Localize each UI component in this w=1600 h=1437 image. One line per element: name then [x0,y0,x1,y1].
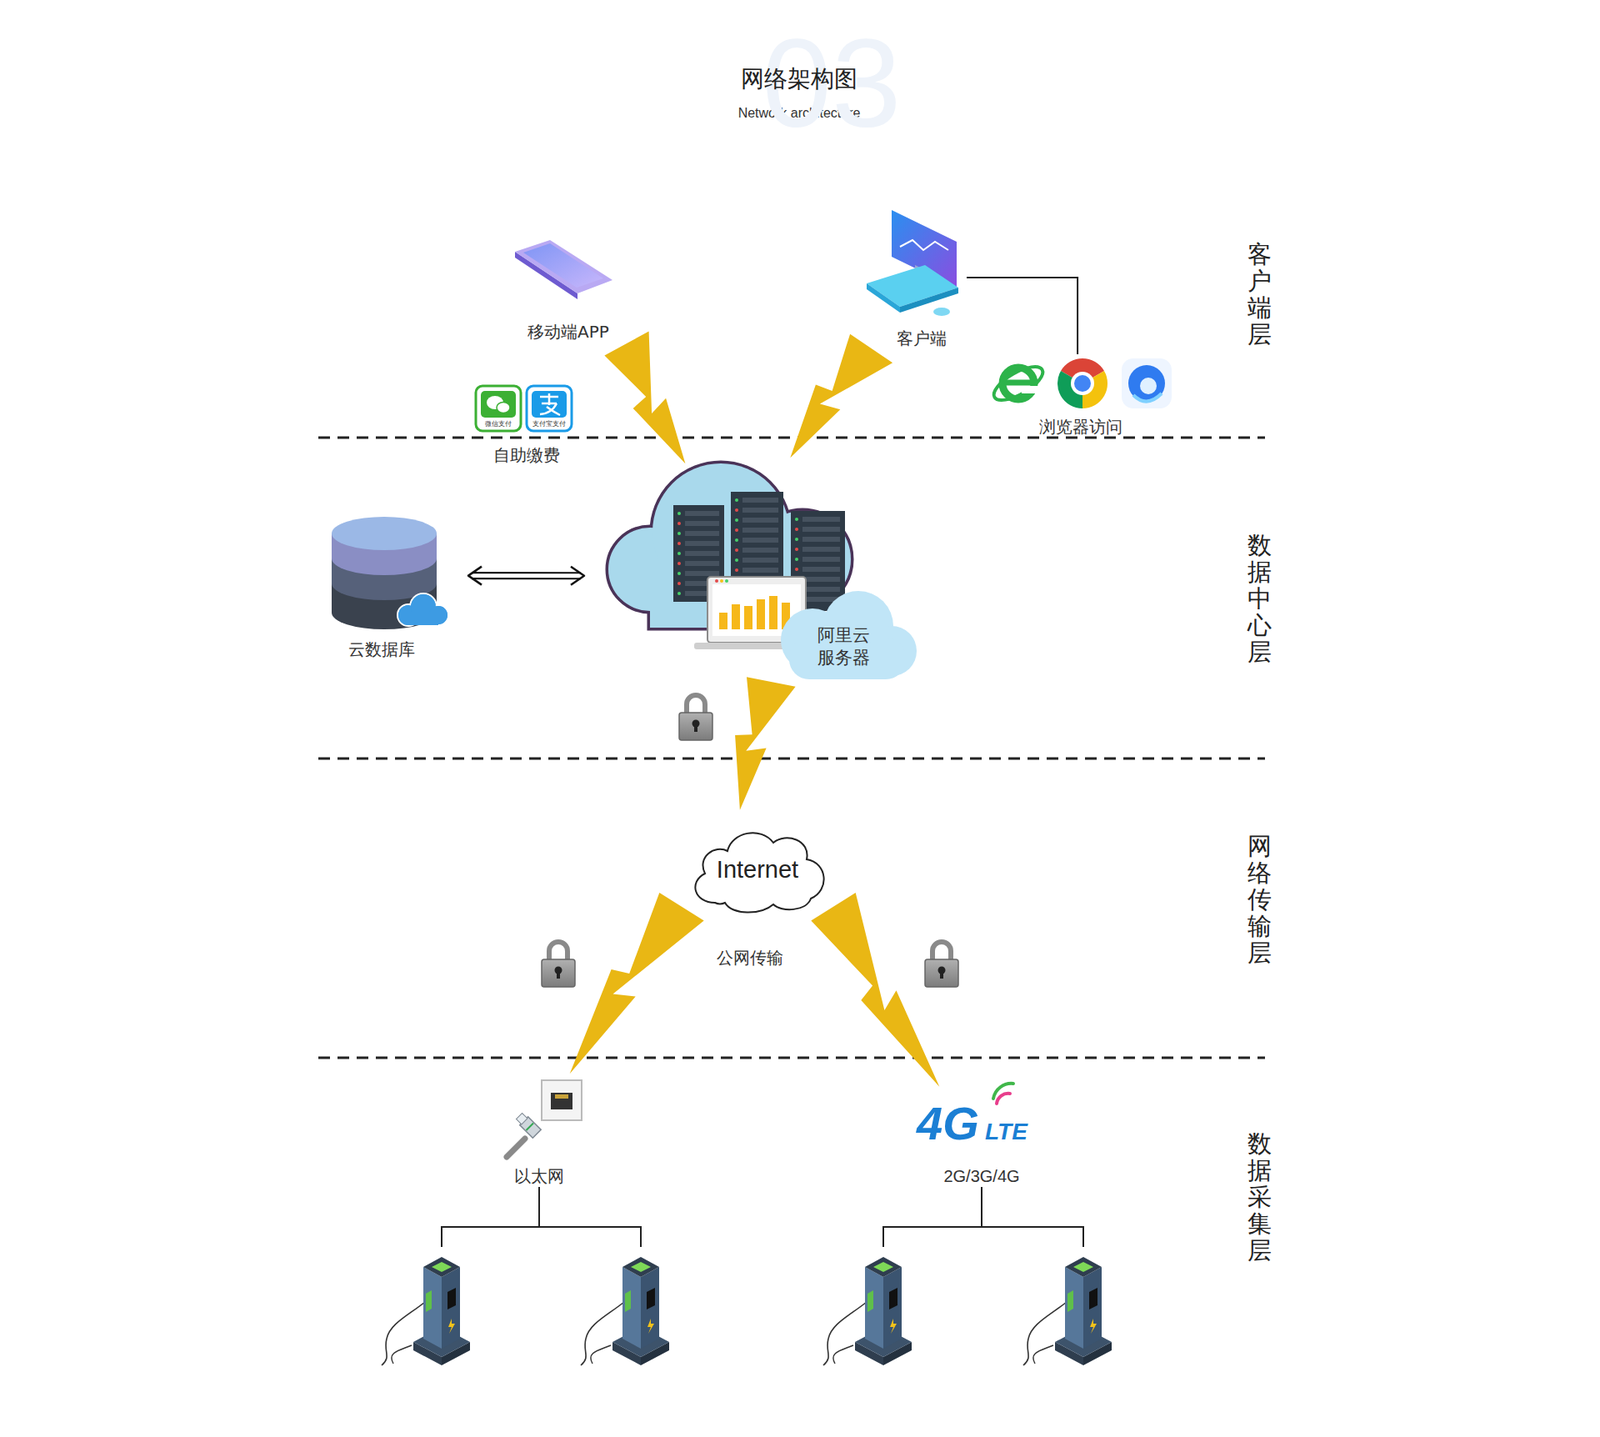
node-text: 公网传输 [716,947,784,968]
lightning-link [570,892,705,1074]
node-text: 以太网 [514,1165,565,1186]
browser-icons [989,358,1172,409]
mobile-app-node: 移动端APP [510,237,627,344]
node-text: 客户端 [896,328,947,349]
lightning-bolt [790,334,893,459]
layer-label: 网络传输层 [1247,833,1272,966]
node-text: 云数据库 [348,639,415,660]
node-text: 2G/3G/4G [943,1165,1020,1186]
icon-caption: 支付宝支付 [532,420,566,429]
lightning-link [790,334,893,459]
lightning-link [810,892,940,1087]
arrow-head [570,566,585,585]
connector [966,277,1078,355]
logo-text: LTE [985,1117,1028,1146]
signal-arcs [993,1083,1014,1104]
lightning-bolt [604,331,685,465]
internet-cloud: Internet公网传输 [681,810,834,924]
lightning-bolt [735,676,796,810]
connector-line [471,577,581,580]
cloud-server-node: 阿里云 服务器 [612,460,912,682]
node-text: Internet [716,855,799,885]
connector [468,566,585,585]
charging-piles [381,1256,1112,1365]
lightning-link [604,331,685,465]
lightning-bolt [570,892,705,1074]
phone-icon [515,240,613,300]
wiring-tree [441,1186,1084,1247]
ethernet-icon [506,1080,582,1157]
client-node: 客户端 [858,206,967,349]
database-icon [331,516,449,630]
lightning-bolt [810,892,940,1087]
browser-node: 浏览器访问 [987,354,1180,438]
node-text: 自助缴费 [493,445,560,465]
connector-line [471,571,581,574]
cloud-database-node: 云数据库 [331,504,440,660]
node-text: 移动端APP [527,321,610,342]
node-text: 浏览器访问 [1039,416,1123,437]
payment-icons [475,385,572,431]
layer-divider [318,437,1265,1058]
arrow-head [468,566,482,585]
computer-icon [866,210,959,316]
node-text: 阿里云 服务器 [814,624,874,670]
logo-text: 4G [916,1095,980,1151]
diagram-title: 网络架构图 [740,65,858,94]
icon-caption: 微信支付 [485,420,512,429]
layer-label: 数据采集层 [1247,1130,1272,1264]
connector-line [966,277,1078,355]
lightning-link [735,676,796,810]
layer-label: 客户端层 [1247,241,1272,349]
ethernet-node: 以太网 [495,1076,588,1188]
layer-label: 数据中心层 [1247,532,1272,665]
